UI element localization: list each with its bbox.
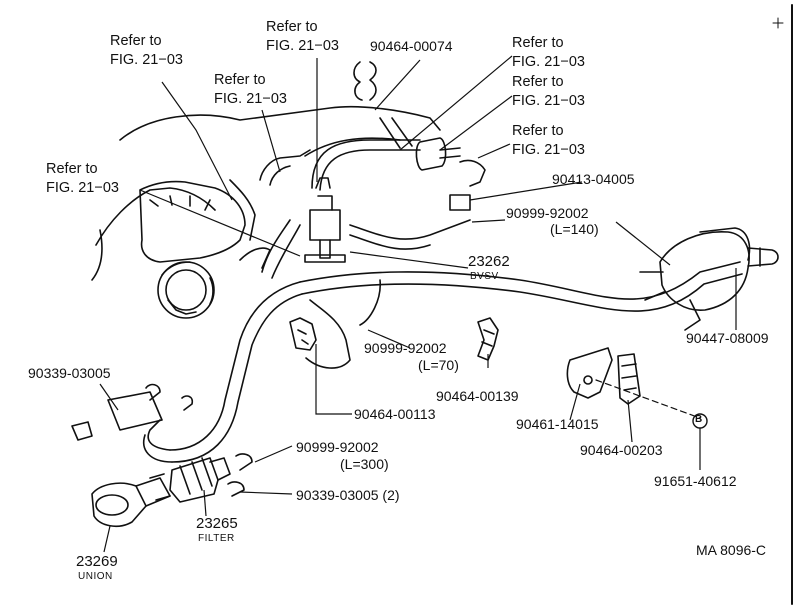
refer-line1: Refer to [512,123,564,139]
leader-line [627,399,633,443]
part-number: 23265 [196,515,238,532]
leader-line [139,189,301,257]
refer-line2: FIG. 21−03 [214,91,287,107]
clip [617,353,641,405]
hose-length: (L=70) [418,357,459,373]
part-number: 90464-00139 [436,388,519,404]
engine-outline [119,105,441,141]
refer-label: Refer to FIG. 21−03 [46,160,119,198]
leader-line [477,143,511,159]
part-number: 90447-08009 [686,330,769,346]
refer-label: Refer to FIG. 21−03 [214,71,287,109]
leader-line [103,525,111,553]
part-number: 90339-03005 (2) [296,487,400,503]
refer-line2: FIG. 21−03 [512,54,585,70]
filter-canister [415,137,447,171]
leader-line [349,251,469,269]
refer-label: Refer to FIG. 21−03 [266,18,339,56]
bracket [289,317,317,351]
leader-line [239,491,293,495]
diagram-code: MA 8096-C [696,542,767,558]
leader-line [469,181,583,201]
hose-length: (L=300) [340,456,389,472]
part-number: 90464-00113 [354,406,436,422]
refer-line1: Refer to [110,33,162,49]
refer-label: Refer to FIG. 21−03 [512,122,585,160]
part-number: 90999-92002 [364,340,447,356]
refer-line2: FIG. 21−03 [512,142,585,158]
leader-line [261,109,281,173]
refer-line1: Refer to [512,35,564,51]
hose-length: (L=140) [550,221,599,237]
leader-line [471,219,506,223]
part-name: FILTER [198,533,235,544]
refer-line1: Refer to [512,74,564,90]
leader-line [615,221,671,266]
leader-line [439,95,513,151]
part-name: UNION [78,571,113,582]
main-hose [299,261,741,300]
cap [71,421,93,441]
part-number: 23262 [468,253,510,270]
crop-mark [772,17,784,29]
part-number: 90339-03005 [28,365,111,381]
refer-label: Refer to FIG. 21−03 [512,73,585,111]
bvsv-valve [309,209,341,241]
bracket-plate [566,347,613,399]
leader-line [99,383,119,411]
reference-b-circle [692,413,708,429]
part-number: 91651-40612 [654,473,737,489]
leader-line [315,344,352,415]
part-number: 90464-00074 [370,38,453,54]
part-number: 90413-04005 [552,171,635,187]
union-fitting [91,482,147,528]
refer-line1: Refer to [266,19,318,35]
part-name: BVSV [470,271,499,282]
part-number: 90461-14015 [516,416,599,432]
leader-line [203,489,207,517]
part-number: 90999-92002 [296,439,379,455]
hose-clamp [477,317,499,361]
clip-small [107,391,163,431]
refer-line1: Refer to [46,161,98,177]
refer-line2: FIG. 21−03 [512,93,585,109]
refer-label: Refer to FIG. 21−03 [110,32,183,70]
leader-line [569,383,581,421]
part-number: 90464-00203 [580,442,663,458]
leader-line [367,329,411,349]
leader-line [399,55,513,151]
leader-line [161,81,233,201]
part-number: 90999-92002 [506,205,589,221]
refer-line2: FIG. 21−03 [46,180,119,196]
leader-line [254,445,293,463]
leader-line [374,59,421,111]
throttle-body [659,231,750,311]
part-number: 23269 [76,553,118,570]
refer-line2: FIG. 21−03 [110,52,183,68]
reference-b-letter: B [695,414,703,425]
refer-label: Refer to FIG. 21−03 [512,34,585,72]
refer-line1: Refer to [214,72,266,88]
refer-line2: FIG. 21−03 [266,38,339,54]
filter-part [169,457,219,503]
